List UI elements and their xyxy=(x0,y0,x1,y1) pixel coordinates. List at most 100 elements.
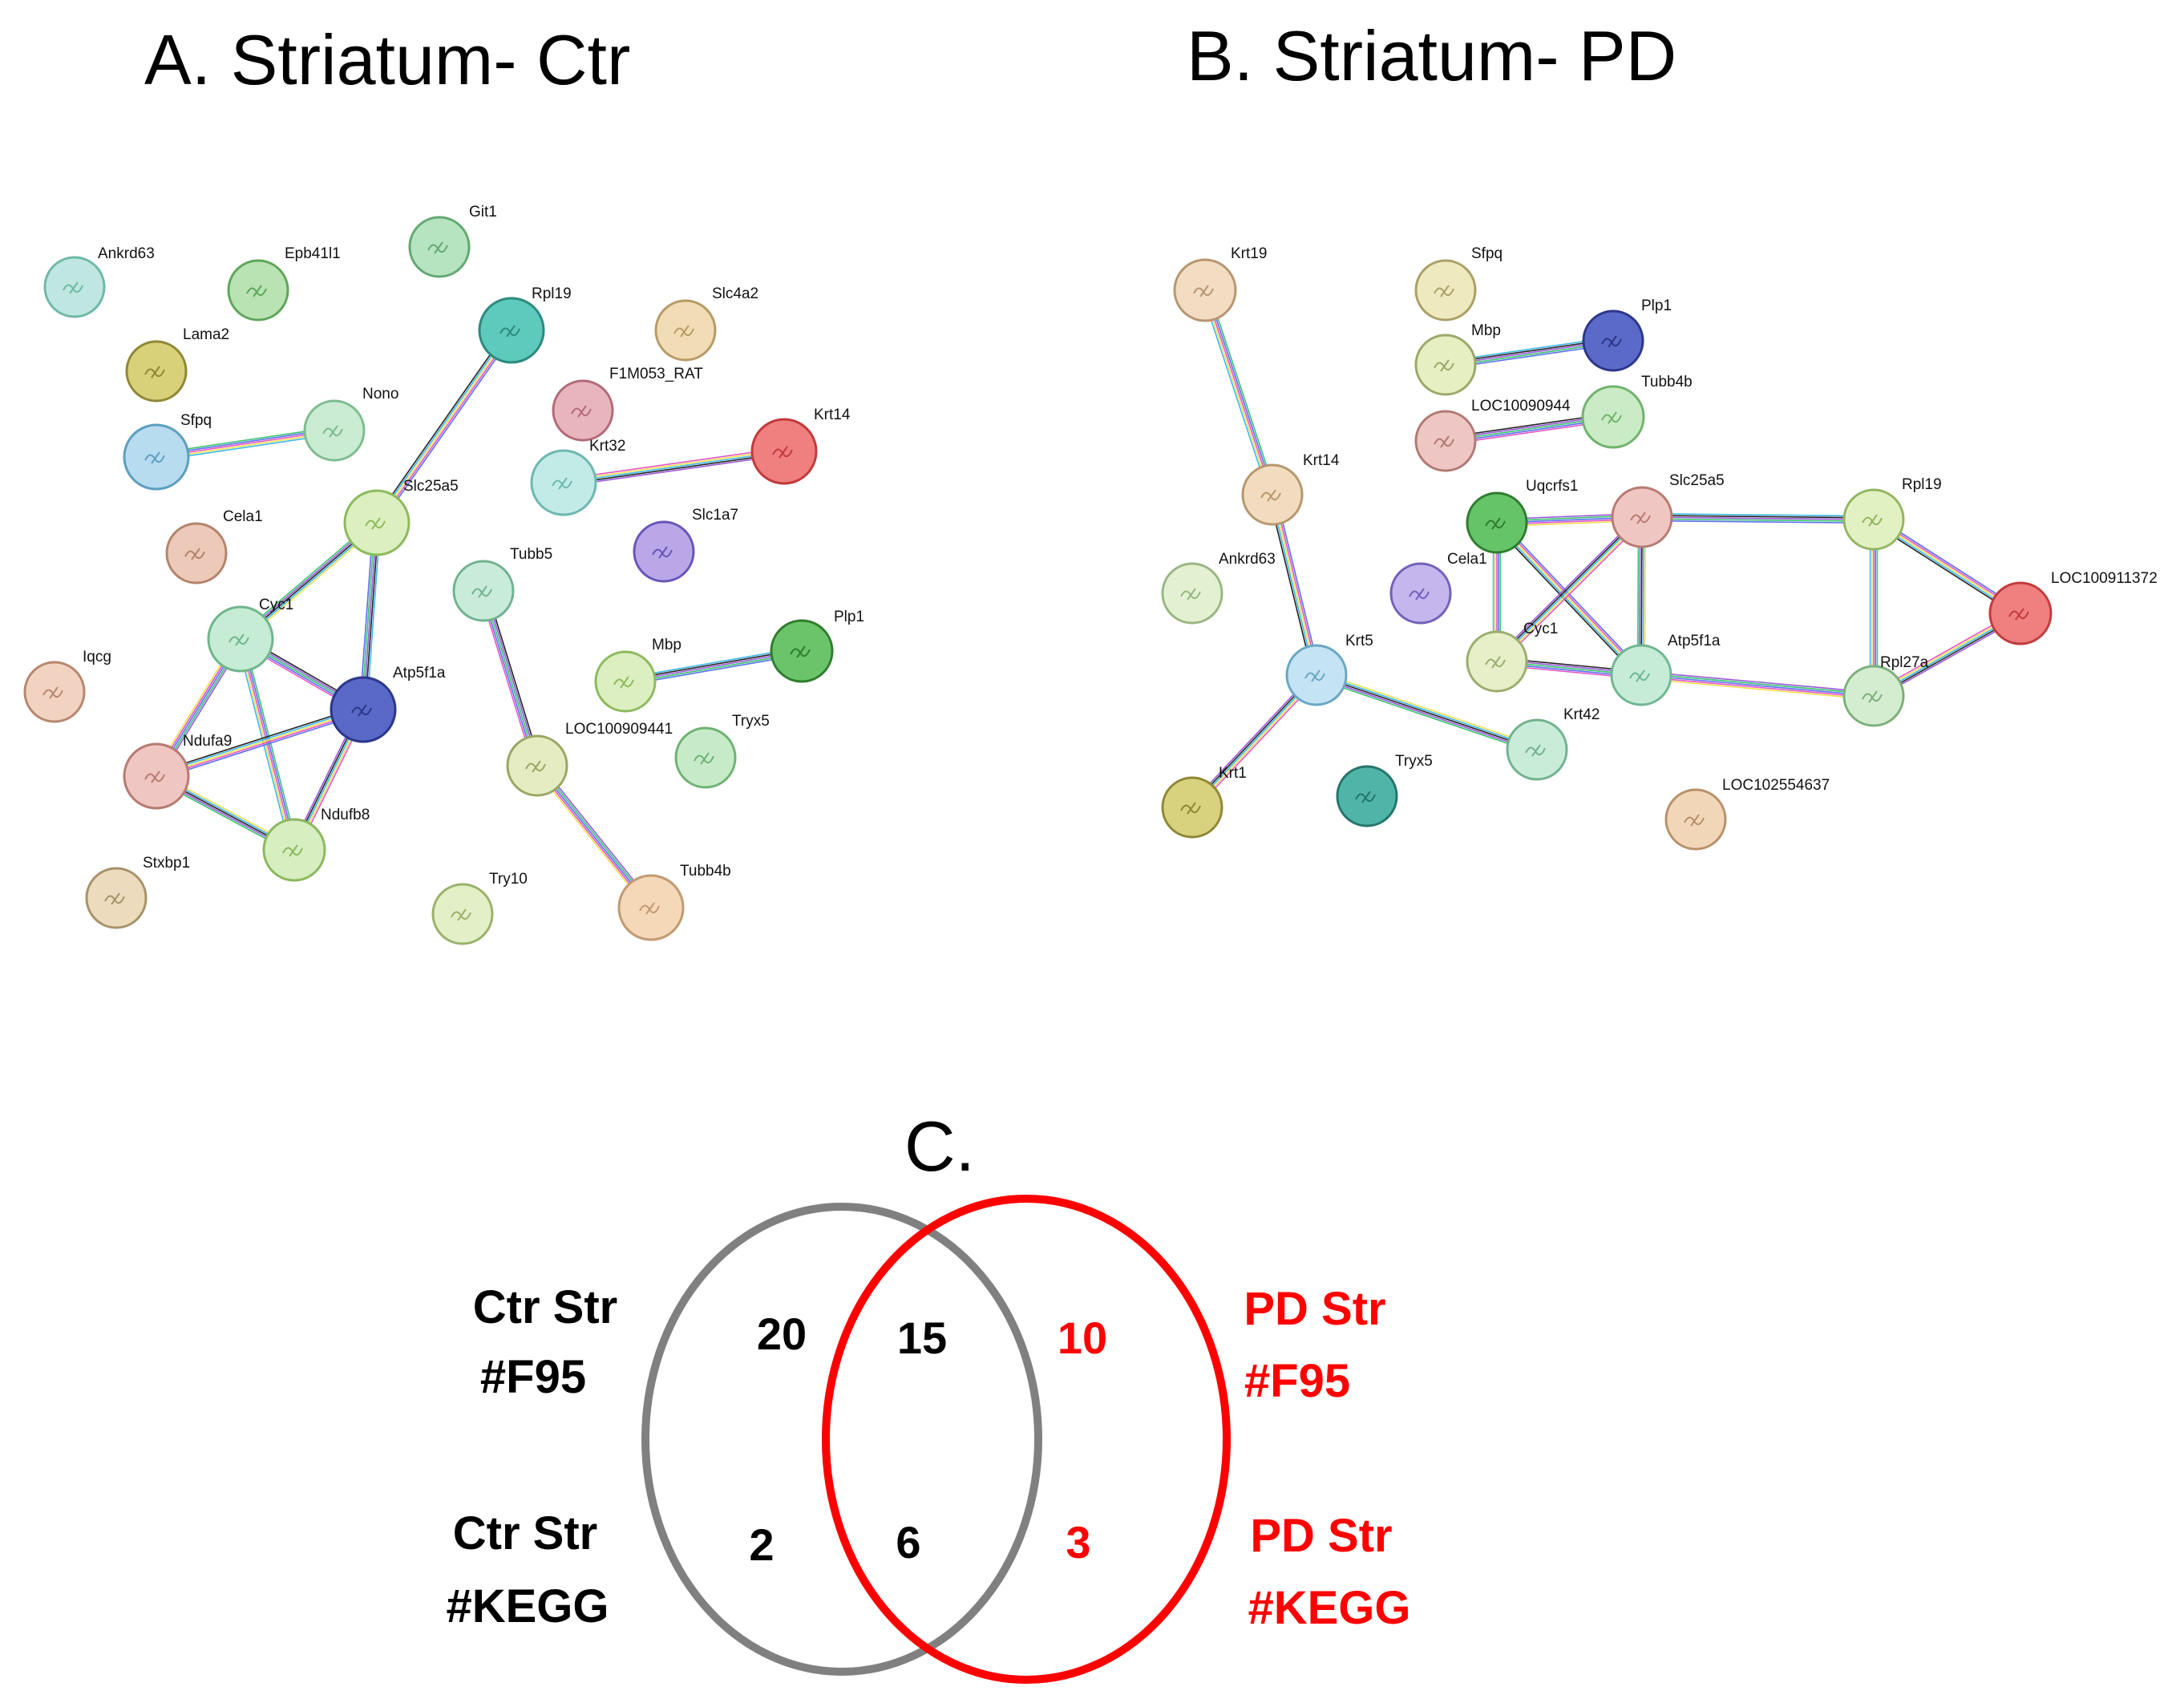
a-node-Nono: Nono xyxy=(303,386,398,462)
protein-structure-icon xyxy=(673,325,694,338)
a-node-label: Cyc1 xyxy=(259,597,293,613)
b-edge-line xyxy=(1272,494,1317,676)
a-node-Tubb5: Tubb5 xyxy=(452,546,552,622)
protein-structure-icon xyxy=(1193,285,1214,297)
protein-structure-icon xyxy=(571,405,592,418)
b-edge-line xyxy=(1498,520,1644,675)
protein-structure-icon xyxy=(2008,608,2029,621)
b-edge-line xyxy=(1640,676,1874,698)
protein-structure-icon xyxy=(365,517,386,530)
b-node-Plp1: Plp1 xyxy=(1582,297,1672,372)
a-edge-line xyxy=(156,710,364,779)
panel-c-title: C. xyxy=(904,1106,975,1186)
b-node-label: Atp5f1a xyxy=(1668,633,1721,649)
b-node-label: Mbp xyxy=(1471,322,1501,339)
b-node-label: LOC100911372 xyxy=(2051,570,2158,587)
protein-structure-icon xyxy=(552,477,572,490)
a-edge-line xyxy=(378,332,516,525)
b-node-Krt19: Krt19 xyxy=(1173,245,1267,322)
b-node-label: Tubb4b xyxy=(1641,374,1693,390)
protein-structure-icon xyxy=(499,325,520,338)
protein-structure-icon xyxy=(451,908,471,921)
b-edge-line xyxy=(1270,495,1316,676)
b-node-Slc25a5: Slc25a5 xyxy=(1611,472,1725,548)
a-edge-Krt32-Krt14 xyxy=(563,447,785,487)
b-node-Tryx5: Tryx5 xyxy=(1336,753,1433,827)
b-node-label: Krt1 xyxy=(1219,765,1247,782)
protein-structure-icon xyxy=(1180,802,1201,815)
a-node-Sfpq: Sfpq xyxy=(123,412,212,491)
protein-structure-icon xyxy=(1601,411,1622,424)
a-node-Stxbp1: Stxbp1 xyxy=(85,855,190,929)
b-node-LOC100909442: LOC10090944 xyxy=(1414,398,1571,472)
a-edge-Rpl19-Slc25a5 xyxy=(373,328,516,525)
ctr-f95-label-line2: #F95 xyxy=(480,1351,586,1403)
b-edge-line xyxy=(1203,290,1272,496)
b-node-label: Krt19 xyxy=(1231,245,1267,262)
pd-f95-label-line1: PD Str xyxy=(1244,1283,1385,1335)
protein-structure-icon xyxy=(144,451,165,464)
b-edge-line xyxy=(1494,514,1640,660)
a-node-Plp1: Plp1 xyxy=(770,609,864,683)
a-node-Cela1: Cela1 xyxy=(165,508,263,585)
protein-structure-icon xyxy=(184,548,205,560)
b-node-Sfpq: Sfpq xyxy=(1414,245,1503,322)
a-node-label: Iqcg xyxy=(83,649,111,665)
a-node-label: Slc1a7 xyxy=(692,507,738,524)
b-edge-line xyxy=(1494,524,1640,678)
a-node-label: Plp1 xyxy=(834,609,864,625)
b-edge-line xyxy=(1640,674,1875,697)
b-edge-line xyxy=(1641,670,1875,694)
pd-kegg-label-line2: #KEGG xyxy=(1248,1582,1410,1634)
b-edge-line xyxy=(1315,678,1536,754)
b-node-LOC100911372: LOC100911372 xyxy=(1988,570,2158,645)
a-node-Git1: Git1 xyxy=(408,204,497,278)
b-edge-line xyxy=(1497,517,1644,664)
a-node-label: Slc4a2 xyxy=(712,285,758,302)
venn-diagram: C. Ctr Str #F95 Ctr Str #KEGG PD Str #F9… xyxy=(446,1106,1411,1684)
protein-structure-icon xyxy=(1684,814,1705,827)
protein-structure-icon xyxy=(1485,656,1506,669)
protein-structure-icon xyxy=(144,366,165,378)
b-edge-Krt14-Krt5 xyxy=(1268,493,1321,677)
a-edge-line xyxy=(157,712,365,780)
b-node-Tubb4b: Tubb4b xyxy=(1581,374,1693,449)
b-node-Krt14: Krt14 xyxy=(1241,452,1340,526)
b-node-label: Cyc1 xyxy=(1523,621,1558,637)
a-node-Mbp: Mbp xyxy=(594,637,681,713)
a-node-label: Sfpq xyxy=(180,412,212,429)
protein-structure-icon xyxy=(772,446,793,459)
b-edge-line xyxy=(1498,520,1644,674)
a-node-Epb41l1: Epb41l1 xyxy=(227,245,341,322)
a-node-label: Tryx5 xyxy=(732,713,770,730)
b-edge-Slc25a5-Cyc1 xyxy=(1494,514,1645,665)
a-node-label: Mbp xyxy=(652,637,681,653)
count-f95-pd-only: 10 xyxy=(1058,1313,1107,1363)
a-node-Krt14: Krt14 xyxy=(750,407,851,485)
count-kegg-shared: 6 xyxy=(896,1517,920,1567)
protein-structure-icon xyxy=(1180,588,1201,601)
b-node-label: LOC10090944 xyxy=(1471,398,1571,415)
b-node-label: LOC102554637 xyxy=(1722,777,1830,794)
a-edge-line xyxy=(376,330,512,524)
b-edge-line xyxy=(1642,515,1875,519)
b-edge-line xyxy=(1641,518,1874,522)
b-edge-Krt19-Krt14 xyxy=(1201,289,1276,496)
a-edge-line xyxy=(563,447,784,480)
count-f95-shared: 15 xyxy=(897,1313,947,1363)
protein-structure-icon xyxy=(63,281,83,294)
a-node-label: F1M053_RAT xyxy=(609,366,703,382)
a-edge-line xyxy=(563,449,784,482)
a-node-label: Krt14 xyxy=(814,407,851,423)
b-edge-line xyxy=(1273,494,1319,675)
a-node-LOC100909441: LOC100909441 xyxy=(506,721,673,797)
a-node-Ndufa9: Ndufa9 xyxy=(123,733,232,810)
b-node-label: Ankrd63 xyxy=(1219,551,1276,568)
protein-structure-icon xyxy=(613,676,634,689)
b-node-label: Plp1 xyxy=(1641,297,1672,314)
b-edge-Uqcrfs1-Atp5f1a xyxy=(1494,520,1644,678)
b-node-Rpl19: Rpl19 xyxy=(1842,476,1942,551)
a-node-F1M053_RAT: F1M053_RAT xyxy=(552,366,703,442)
b-edge-line xyxy=(1496,522,1642,676)
